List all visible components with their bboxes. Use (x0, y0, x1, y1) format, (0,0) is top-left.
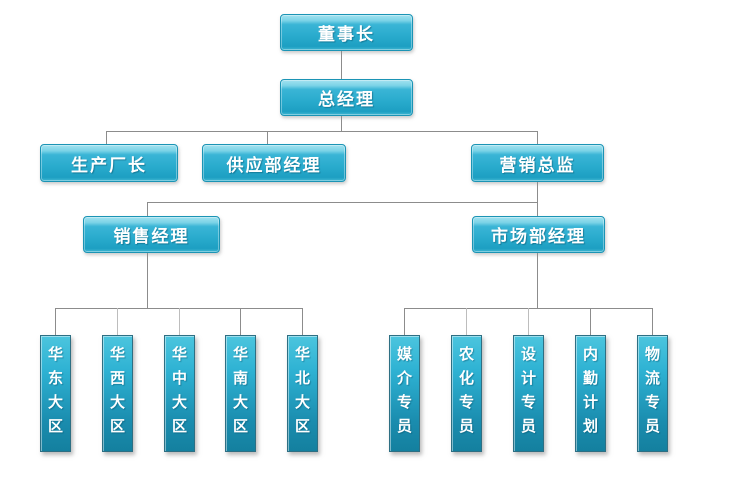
node-supply-dept-manager: 供应部经理 (202, 144, 346, 182)
connector-drop-logistics (652, 308, 653, 335)
connector-drop-agrochem (466, 308, 467, 335)
connector-drop-marketdept (537, 202, 538, 216)
node-chairman: 董事长 (280, 14, 413, 51)
node-region-east: 华东大区 (40, 335, 71, 452)
connector-drop-region-east (55, 308, 56, 335)
connector-drop-planning (590, 308, 591, 335)
connector-drop-region-north (302, 308, 303, 335)
node-region-south: 华南大区 (225, 335, 256, 452)
connector-marketdept-down (537, 253, 538, 308)
connector-drop-region-west (117, 308, 118, 335)
connector-drop-region-central (179, 308, 180, 335)
node-region-central: 华中大区 (164, 335, 195, 452)
connector-drop-production (106, 131, 107, 144)
node-marketing-director: 营销总监 (471, 144, 604, 182)
connector-drop-marketing (537, 131, 538, 144)
node-logistics-specialist: 物流专员 (637, 335, 668, 452)
node-media-specialist: 媒介专员 (389, 335, 420, 452)
node-agrochem-specialist: 农化专员 (451, 335, 482, 452)
node-internal-planning: 内勤计划 (575, 335, 606, 452)
node-region-west: 华西大区 (102, 335, 133, 452)
connector-drop-supply (267, 131, 268, 144)
connector-drop-design (528, 308, 529, 335)
connector-drop-media (404, 308, 405, 335)
node-production-director: 生产厂长 (40, 144, 178, 182)
connector-level4-rail (147, 202, 538, 203)
node-market-dept-manager: 市场部经理 (472, 216, 605, 253)
connector-gm-down (341, 116, 342, 131)
connector-drop-region-south (240, 308, 241, 335)
connector-level3-rail (106, 131, 538, 132)
connector-chairman-gm (341, 51, 342, 79)
connector-marketing-down (537, 182, 538, 202)
node-region-north: 华北大区 (287, 335, 318, 452)
connector-drop-sales (147, 202, 148, 216)
node-sales-manager: 销售经理 (83, 216, 220, 253)
connector-sales-down (147, 253, 148, 308)
node-design-specialist: 设计专员 (513, 335, 544, 452)
node-general-manager: 总经理 (280, 79, 413, 116)
